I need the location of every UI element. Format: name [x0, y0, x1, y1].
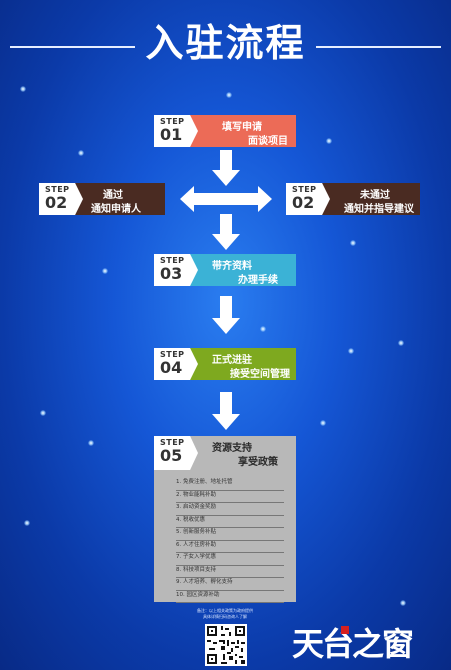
sparkle: [226, 92, 232, 98]
title-divider-right: [316, 46, 441, 48]
sparkle: [260, 326, 266, 332]
step-05: STEP 05 资源支持 享受政策: [154, 436, 296, 470]
sparkle: [398, 340, 404, 346]
list-item: 9. 人才培养、孵化支持: [176, 578, 284, 591]
sparkle: [24, 520, 30, 526]
step-02-fail: STEP 02 未通过 通知并指导建议: [286, 183, 420, 215]
arrow-down-icon: [212, 150, 240, 186]
list-item: 6. 人才住房补助: [176, 541, 284, 553]
step-number: 02: [292, 193, 315, 212]
step-title: 通过: [103, 190, 123, 201]
step-subtitle: 办理手续: [238, 275, 278, 286]
sparkle: [400, 600, 406, 606]
qr-code-icon[interactable]: [205, 624, 247, 666]
page-title: 入驻流程: [145, 21, 306, 65]
sparkle: [78, 150, 84, 156]
step-subtitle: 接受空间管理: [230, 369, 290, 380]
list-item: 2. 物业能耗补助: [176, 491, 284, 503]
step-number: 05: [160, 446, 183, 465]
step-tag: STEP 02: [39, 183, 83, 215]
arrow-down-icon: [212, 296, 240, 334]
step-title: 填写申请: [222, 122, 262, 133]
step-tag: STEP 01: [154, 115, 198, 147]
sparkle: [102, 268, 108, 274]
footnote-line-2: 具体详情扫码咨询人了解: [203, 614, 247, 619]
footnote: 备注：以上相关政策为政府提供 具体详情扫码咨询人了解: [150, 608, 300, 620]
benefits-panel: 1. 免费注册、地址托管 2. 物业能耗补助 3. 启动资金奖励 4. 税收优惠…: [154, 470, 296, 603]
arrow-down-icon: [212, 392, 240, 430]
step-label: STEP: [160, 350, 185, 359]
step-label: STEP: [160, 438, 185, 447]
step-subtitle: 享受政策: [238, 457, 278, 468]
title-divider-left: [10, 46, 135, 48]
step-title: 带齐资料: [212, 261, 252, 272]
sparkle: [20, 86, 26, 92]
sparkle: [320, 420, 326, 426]
sparkle: [88, 440, 94, 446]
title-block: 入驻流程: [0, 18, 451, 68]
list-item: 7. 子女入学优惠: [176, 553, 284, 566]
sparkle: [40, 410, 46, 416]
step-tag: STEP 03: [154, 254, 198, 286]
list-item: 5. 创新服务补贴: [176, 528, 284, 541]
list-item: 4. 税收优惠: [176, 516, 284, 528]
step-title: 未通过: [360, 190, 390, 201]
list-item: 10. 园区资源补助: [176, 591, 284, 603]
arrow-down-icon: [212, 214, 240, 250]
step-number: 04: [160, 358, 183, 377]
sparkle: [326, 138, 332, 144]
brand-seal-icon: [341, 626, 349, 634]
step-label: STEP: [292, 185, 317, 194]
step-label: STEP: [45, 185, 70, 194]
benefits-list: 1. 免费注册、地址托管 2. 物业能耗补助 3. 启动资金奖励 4. 税收优惠…: [176, 478, 284, 603]
step-01: STEP 01 填写申请 面谈项目: [154, 115, 296, 147]
step-02-pass: STEP 02 通过 通知申请人: [39, 183, 165, 215]
step-number: 03: [160, 264, 183, 283]
step-tag: STEP 05: [154, 436, 198, 470]
step-number: 02: [45, 193, 68, 212]
step-tag: STEP 04: [154, 348, 198, 380]
step-03: STEP 03 带齐资料 办理手续: [154, 254, 296, 286]
sparkle: [348, 348, 354, 354]
double-arrow-icon: [180, 186, 272, 212]
step-number: 01: [160, 125, 183, 144]
list-item: 3. 启动资金奖励: [176, 503, 284, 516]
step-label: STEP: [160, 117, 185, 126]
step-tag: STEP 02: [286, 183, 330, 215]
step-label: STEP: [160, 256, 185, 265]
brand-logo: 天台之窗: [292, 625, 414, 663]
footnote-line-1: 备注：以上相关政策为政府提供: [197, 608, 253, 613]
step-title: 资源支持: [212, 443, 252, 454]
list-item: 1. 免费注册、地址托管: [176, 478, 284, 491]
step-subtitle: 通知并指导建议: [344, 204, 414, 215]
step-04: STEP 04 正式进驻 接受空间管理: [154, 348, 296, 380]
step-subtitle: 面谈项目: [248, 136, 288, 147]
sparkle: [350, 240, 356, 246]
step-subtitle: 通知申请人: [91, 204, 141, 215]
list-item: 8. 科技项目支持: [176, 566, 284, 578]
step-title: 正式进驻: [212, 355, 252, 366]
